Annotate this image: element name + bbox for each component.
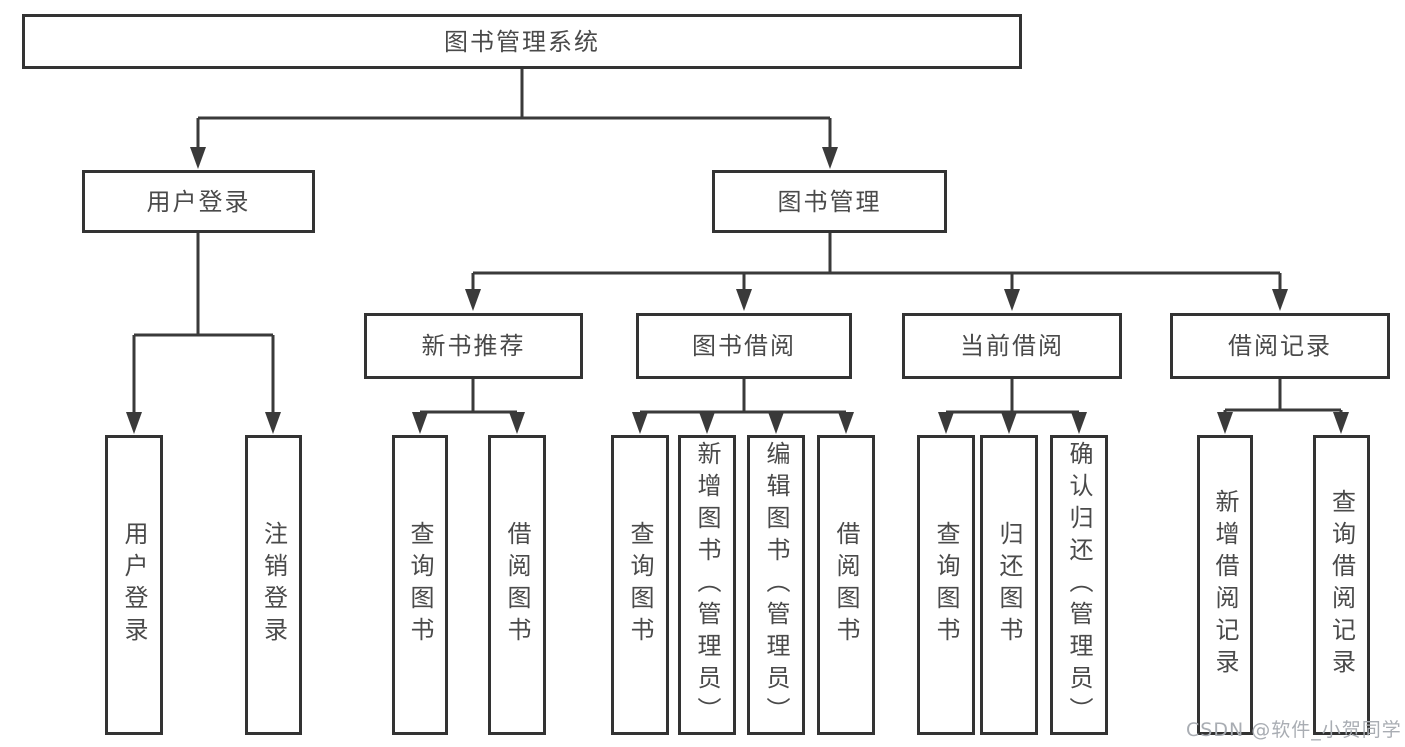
arrowhead xyxy=(1004,289,1020,311)
node-label: 确认归还（管理员） xyxy=(1065,441,1093,729)
arrowhead xyxy=(699,412,715,434)
node-label: 借阅记录 xyxy=(1228,332,1332,360)
node-label: 当前借阅 xyxy=(960,332,1064,360)
node-book-management: 图书管理 xyxy=(712,170,947,233)
node-leaf-query-books-1: 查询图书 xyxy=(392,435,448,735)
arrowhead xyxy=(822,147,838,169)
node-leaf-borrow-books-1: 借阅图书 xyxy=(488,435,546,735)
arrowhead xyxy=(938,412,954,434)
arrowhead xyxy=(1217,412,1233,434)
arrowhead xyxy=(412,412,428,434)
node-leaf-edit-books-admin: 编辑图书（管理员） xyxy=(747,435,805,735)
node-label: 注销登录 xyxy=(259,521,288,649)
arrowhead xyxy=(1071,412,1087,434)
node-new-book-recommendation: 新书推荐 xyxy=(364,313,583,379)
node-leaf-user-login: 用户登录 xyxy=(105,435,163,735)
arrowhead xyxy=(838,412,854,434)
arrowhead xyxy=(1272,289,1288,311)
node-library-management-system: 图书管理系统 xyxy=(22,14,1022,69)
node-label: 查询图书 xyxy=(406,521,434,649)
node-label: 新书推荐 xyxy=(421,332,526,360)
node-label: 借阅图书 xyxy=(503,521,531,649)
node-label: 新增图书（管理员） xyxy=(693,441,721,729)
node-label: 编辑图书（管理员） xyxy=(762,441,790,729)
node-label: 图书管理 xyxy=(777,187,882,216)
node-leaf-return-books: 归还图书 xyxy=(980,435,1038,735)
node-user-login: 用户登录 xyxy=(82,170,315,233)
node-leaf-add-books-admin: 新增图书（管理员） xyxy=(678,435,736,735)
node-label: 新增借阅记录 xyxy=(1211,489,1239,681)
node-current-borrowing: 当前借阅 xyxy=(902,313,1122,379)
arrowhead xyxy=(1333,412,1349,434)
node-label: 用户登录 xyxy=(146,187,251,216)
node-label: 查询图书 xyxy=(626,521,654,649)
node-leaf-query-books-2: 查询图书 xyxy=(611,435,669,735)
arrowhead xyxy=(632,412,648,434)
csdn-watermark: CSDN @软件_小贺同学 xyxy=(1186,719,1402,741)
arrowhead xyxy=(465,289,481,311)
arrowhead xyxy=(190,147,206,169)
node-label: 归还图书 xyxy=(995,521,1023,649)
node-label: 图书管理系统 xyxy=(444,27,600,56)
node-leaf-borrow-books-2: 借阅图书 xyxy=(817,435,875,735)
node-book-borrowing: 图书借阅 xyxy=(636,313,852,379)
node-label: 查询借阅记录 xyxy=(1327,489,1356,681)
arrowhead xyxy=(509,412,525,434)
node-label: 查询图书 xyxy=(932,521,960,649)
node-leaf-query-borrow-record: 查询借阅记录 xyxy=(1313,435,1370,735)
node-leaf-add-borrow-record: 新增借阅记录 xyxy=(1197,435,1253,735)
node-leaf-logout: 注销登录 xyxy=(245,435,302,735)
arrowhead xyxy=(126,412,142,434)
node-borrowing-records: 借阅记录 xyxy=(1170,313,1390,379)
arrowhead xyxy=(736,289,752,311)
node-leaf-confirm-return-admin: 确认归还（管理员） xyxy=(1050,435,1108,735)
arrowhead xyxy=(768,412,784,434)
node-label: 用户登录 xyxy=(120,521,148,649)
arrowhead xyxy=(265,412,281,434)
node-leaf-query-books-3: 查询图书 xyxy=(917,435,975,735)
arrowhead xyxy=(1001,412,1017,434)
node-label: 借阅图书 xyxy=(832,521,860,649)
node-label: 图书借阅 xyxy=(692,332,796,360)
